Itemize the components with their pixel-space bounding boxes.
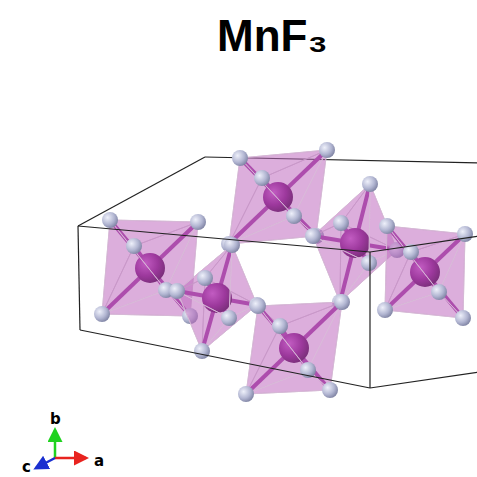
octahedron-face: [102, 220, 166, 314]
f-atom: [254, 170, 270, 186]
b-axis-arrow: [54, 430, 57, 458]
f-atom: [272, 318, 288, 334]
f-atom: [361, 255, 377, 271]
f-atom: [238, 386, 254, 402]
f-atom: [362, 176, 378, 192]
mn-octahedron: [169, 237, 265, 359]
f-atom: [169, 283, 185, 299]
f-atom: [190, 214, 206, 230]
f-atom: [126, 238, 142, 254]
axis-label: b: [50, 412, 61, 427]
f-atom: [379, 218, 395, 234]
mn-octahedron: [238, 294, 350, 402]
f-atom: [319, 142, 335, 158]
mn-octahedron: [377, 218, 473, 326]
f-atom: [102, 212, 118, 228]
f-atom: [94, 306, 110, 322]
c-axis-arrow: [36, 458, 55, 468]
f-atom: [286, 208, 302, 224]
f-atom: [431, 284, 447, 300]
f-atom: [377, 302, 393, 318]
a-axis-arrow: [55, 457, 86, 460]
f-atom: [250, 298, 266, 314]
chart-title: MnF₃: [217, 14, 328, 58]
octahedron-face: [385, 226, 439, 310]
f-atom: [232, 150, 248, 166]
unit-cell-front: [78, 226, 477, 388]
octahedron-face: [229, 158, 294, 244]
f-atom: [249, 297, 265, 313]
axis-label: c: [22, 460, 31, 475]
axis-triad: [36, 430, 86, 468]
f-atom: [333, 215, 349, 231]
f-atom: [322, 382, 338, 398]
f-atom: [334, 294, 350, 310]
f-atom: [194, 343, 210, 359]
f-atom: [305, 228, 321, 244]
f-atom: [221, 310, 237, 326]
octahedron-face: [177, 245, 232, 318]
f-atom: [197, 270, 213, 286]
mn-octahedron: [221, 142, 335, 252]
octahedra: [94, 142, 473, 402]
f-atom: [455, 310, 471, 326]
axis-label: a: [94, 454, 104, 469]
octahedron-face: [246, 306, 308, 394]
